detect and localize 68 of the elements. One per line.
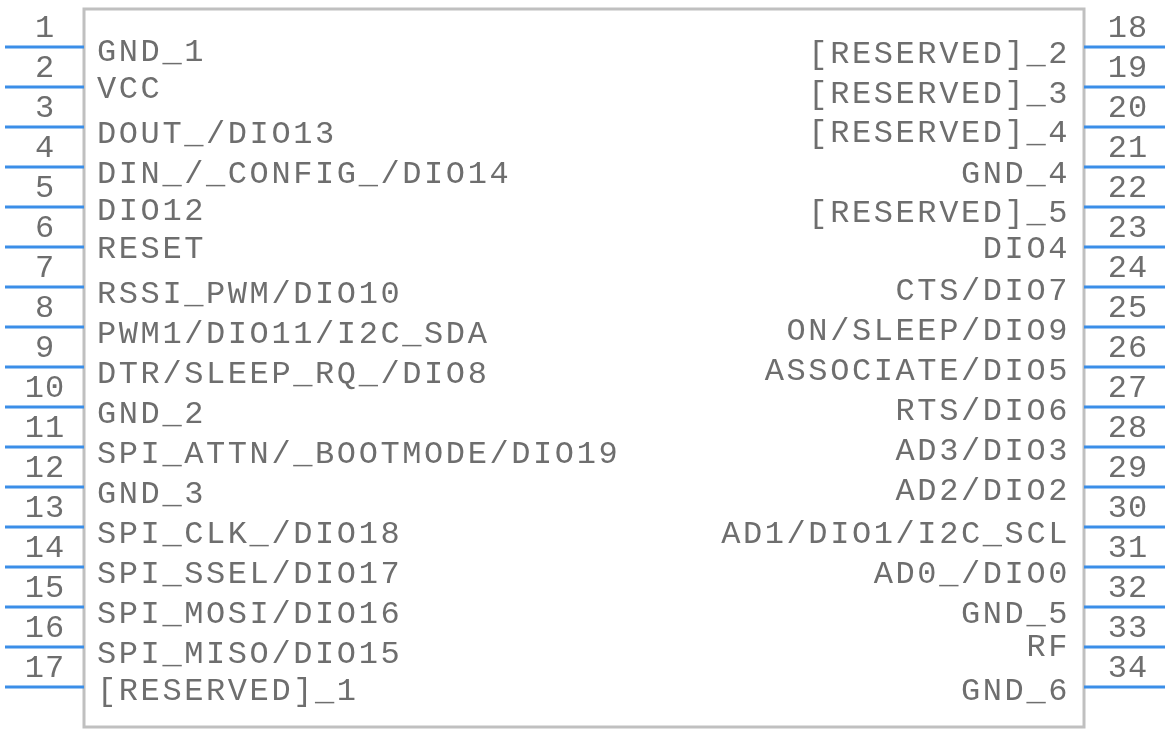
pin-name: RF <box>1026 631 1070 665</box>
pin-name: GND_2 <box>97 398 206 432</box>
pin-number: 12 <box>23 452 67 486</box>
pin-number: 18 <box>1106 12 1150 46</box>
pin-number: 7 <box>33 252 57 286</box>
pin-number: 9 <box>33 332 57 366</box>
pin-name: DTR/SLEEP_RQ_/DIO8 <box>97 358 490 392</box>
pin-number: 23 <box>1106 212 1150 246</box>
pin-number: 32 <box>1106 572 1150 606</box>
pin-number: 29 <box>1106 452 1150 486</box>
pin-number: 15 <box>23 572 67 606</box>
pin-number: 20 <box>1106 92 1150 126</box>
pin-name: SPI_MOSI/DIO16 <box>97 598 403 632</box>
pin-name: DIO12 <box>97 195 206 229</box>
pin-name: CTS/DIO7 <box>895 275 1070 309</box>
pin-name: [RESERVED]_1 <box>97 675 359 709</box>
pin-name: RESET <box>97 233 206 267</box>
pin-name: GND_6 <box>961 675 1070 709</box>
pin-name: ASSOCIATE/DIO5 <box>764 355 1070 389</box>
pin-number: 27 <box>1106 372 1150 406</box>
pin-number: 26 <box>1106 332 1150 366</box>
pin-name: AD3/DIO3 <box>895 435 1070 469</box>
pin-name: DIN_/_CONFIG_/DIO14 <box>97 158 512 192</box>
pin-name: SPI_MISO/DIO15 <box>97 638 403 672</box>
pin-number: 22 <box>1106 172 1150 206</box>
pin-number: 17 <box>23 652 67 686</box>
pin-number: 5 <box>33 172 57 206</box>
pin-number: 3 <box>33 92 57 126</box>
pin-name: SPI_SSEL/DIO17 <box>97 558 403 592</box>
pin-number: 2 <box>33 52 57 86</box>
pin-number: 34 <box>1106 652 1150 686</box>
pin-number: 16 <box>23 612 67 646</box>
pin-name: [RESERVED]_5 <box>808 197 1070 231</box>
pin-number: 6 <box>33 212 57 246</box>
pin-number: 24 <box>1106 252 1150 286</box>
pin-number: 30 <box>1106 492 1150 526</box>
pin-number: 14 <box>23 532 67 566</box>
pin-name: RSSI_PWM/DIO10 <box>97 278 403 312</box>
pin-number: 31 <box>1106 532 1150 566</box>
pin-number: 21 <box>1106 132 1150 166</box>
pin-name: SPI_ATTN/_BOOTMODE/DIO19 <box>97 438 621 472</box>
pin-name: AD0_/DIO0 <box>873 558 1070 592</box>
pin-name: GND_3 <box>97 478 206 512</box>
pin-name: GND_1 <box>97 36 206 70</box>
pin-name: ON/SLEEP/DIO9 <box>786 315 1070 349</box>
pin-number: 11 <box>23 412 67 446</box>
pin-number: 10 <box>23 372 67 406</box>
pin-number: 33 <box>1106 612 1150 646</box>
pin-name: DIO4 <box>982 233 1070 267</box>
pin-name: [RESERVED]_2 <box>808 38 1070 72</box>
pin-name: PWM1/DIO11/I2C_SDA <box>97 318 490 352</box>
pin-name: AD1/DIO1/I2C_SCL <box>721 518 1070 552</box>
pin-number: 13 <box>23 492 67 526</box>
pin-number: 19 <box>1106 52 1150 86</box>
pin-name: VCC <box>97 73 163 107</box>
pin-number: 8 <box>33 292 57 326</box>
pin-number: 25 <box>1106 292 1150 326</box>
pin-name: GND_4 <box>961 158 1070 192</box>
pin-name: GND_5 <box>961 598 1070 632</box>
pin-name: SPI_CLK_/DIO18 <box>97 518 403 552</box>
pin-name: AD2/DIO2 <box>895 475 1070 509</box>
pin-name: RTS/DIO6 <box>895 395 1070 429</box>
pin-name: [RESERVED]_3 <box>808 78 1070 112</box>
pin-number: 1 <box>33 12 57 46</box>
pin-number: 4 <box>33 132 57 166</box>
pin-name: DOUT_/DIO13 <box>97 118 337 152</box>
pin-name: [RESERVED]_4 <box>808 117 1070 151</box>
pin-number: 28 <box>1106 412 1150 446</box>
